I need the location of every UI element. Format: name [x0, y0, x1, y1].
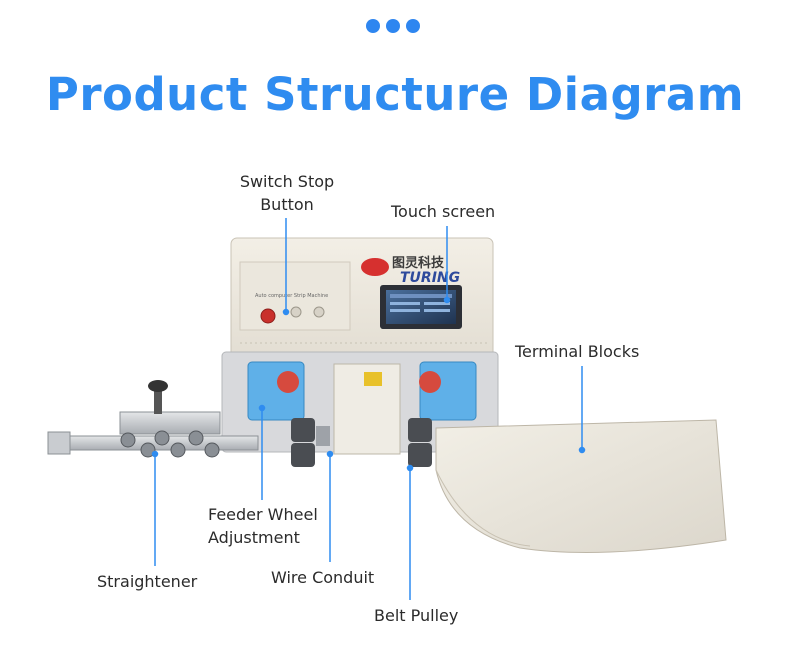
feed-rollers — [291, 418, 432, 467]
brand-logo: 图灵科技 TURING Auto computer Strip Machine — [255, 255, 460, 299]
dot-1 — [366, 19, 380, 33]
label-switch-stop-line2: Button — [260, 195, 314, 214]
label-feeder-wheel-line1: Feeder Wheel — [208, 505, 318, 524]
label-belt-pulley: Belt Pulley — [374, 606, 459, 625]
page-title: Product Structure Diagram — [45, 68, 745, 121]
label-switch-stop-line1: Switch Stop — [239, 172, 335, 191]
dot-2 — [386, 19, 400, 33]
label-terminal-blocks: Terminal Blocks — [515, 342, 640, 361]
straightener-rail — [47, 380, 259, 458]
label-straightener: Straightener — [97, 572, 198, 591]
panel-buttons — [260, 306, 325, 324]
label-feeder-wheel-line2: Adjustment — [208, 528, 300, 547]
terminal-tray — [435, 419, 727, 553]
cutter-block — [333, 363, 401, 455]
brand-en-text: TURING — [400, 270, 460, 286]
label-feeder-wheel-adjustment: Feeder Wheel Adjustment — [208, 503, 318, 549]
decorative-dots — [366, 16, 426, 36]
dot-3 — [406, 19, 420, 33]
machine-subtitle: Auto computer Strip Machine — [255, 293, 328, 299]
label-switch-stop-button: Switch Stop Button — [232, 170, 342, 216]
leader-lines — [151, 218, 586, 600]
label-wire-conduit: Wire Conduit — [271, 568, 375, 587]
label-touch-screen: Touch screen — [391, 202, 496, 221]
brand-cn-text: 图灵科技 — [392, 255, 445, 271]
touch-screen — [380, 285, 462, 329]
